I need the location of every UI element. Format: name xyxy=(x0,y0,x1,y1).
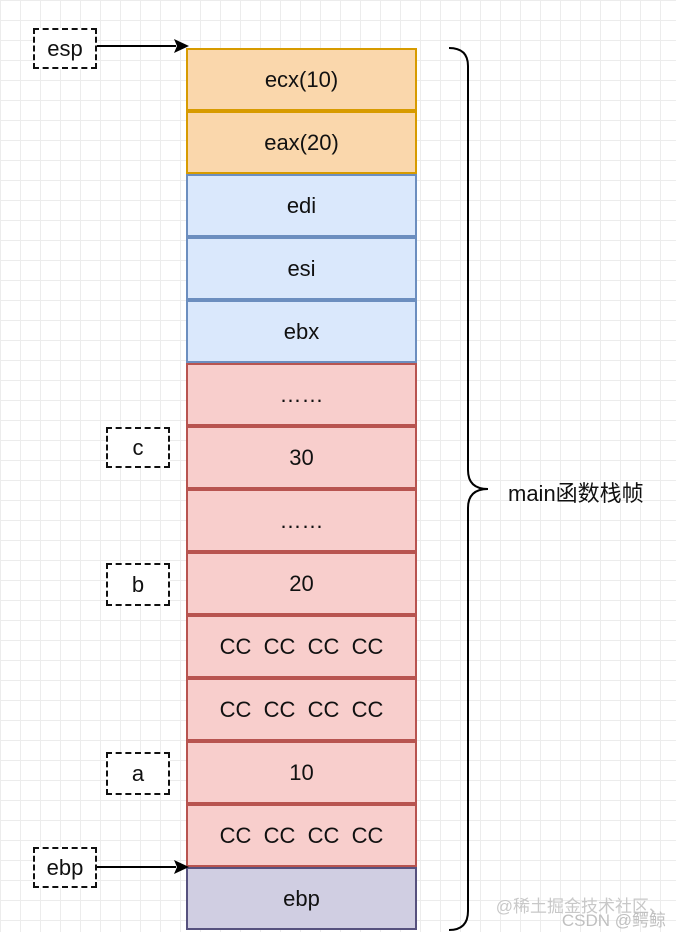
variable-c-label: c xyxy=(106,427,170,468)
main-stack-frame-label: main函数栈帧 xyxy=(508,481,644,506)
stack-cell-ellipsis-2: …… xyxy=(186,489,417,552)
esp-pointer-label: esp xyxy=(33,28,97,69)
stack-cell-cc-3: CC CC CC CC xyxy=(186,804,417,867)
ebp-pointer-label: ebp xyxy=(33,847,97,888)
stack-cell-b-value: 20 xyxy=(186,552,417,615)
stack-cell-ebx: ebx xyxy=(186,300,417,363)
stack-cell-ebp: ebp xyxy=(186,867,417,930)
stack-cell-esi: esi xyxy=(186,237,417,300)
ebp-arrow xyxy=(97,860,189,874)
stack-cell-a-value: 10 xyxy=(186,741,417,804)
esp-arrow xyxy=(97,39,189,53)
stack-cell-cc-2: CC CC CC CC xyxy=(186,678,417,741)
stack-cell-c-value: 30 xyxy=(186,426,417,489)
stack-cell-ellipsis-1: …… xyxy=(186,363,417,426)
stack-cell-ecx: ecx(10) xyxy=(186,48,417,111)
stack-cell-cc-1: CC CC CC CC xyxy=(186,615,417,678)
main-frame-brace xyxy=(448,47,489,931)
variable-b-label: b xyxy=(106,563,170,606)
stack-cell-edi: edi xyxy=(186,174,417,237)
stack-cell-eax: eax(20) xyxy=(186,111,417,174)
watermark-line-2: CSDN @鳄鲸 xyxy=(561,911,666,930)
watermark-line-1: @稀土掘金技术社区、 xyxy=(495,897,666,916)
variable-a-label: a xyxy=(106,752,170,795)
